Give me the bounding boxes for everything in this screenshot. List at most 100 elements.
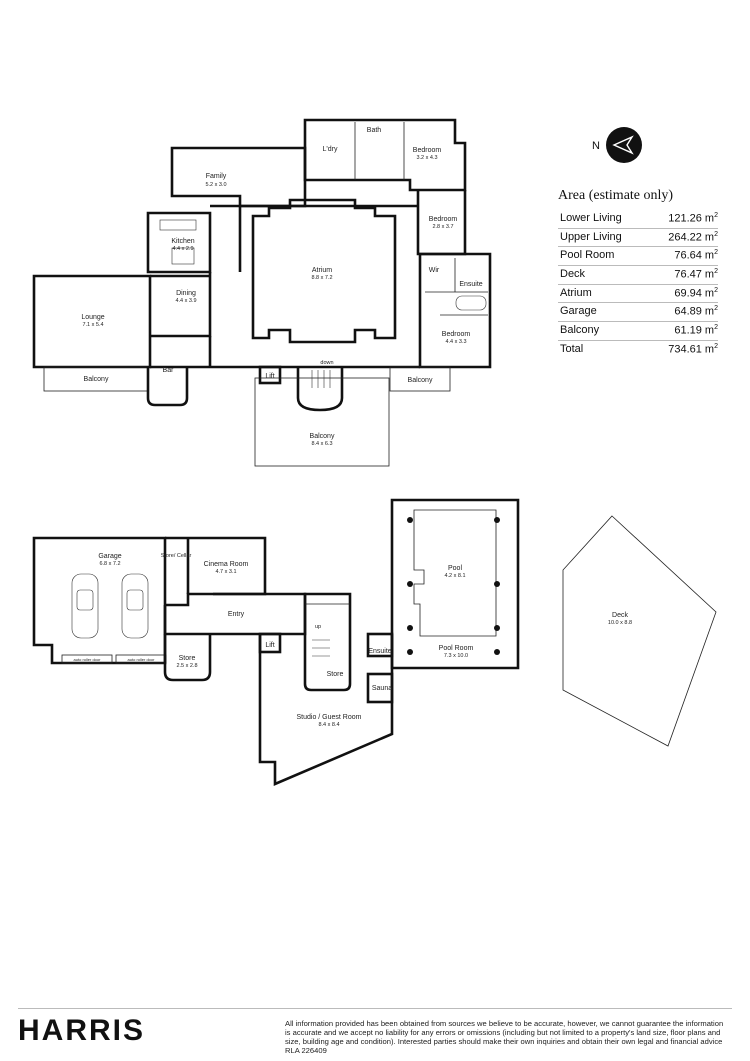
area-row: Garage 64.89 m2 bbox=[558, 303, 718, 322]
bedroom1-name: Bedroom bbox=[413, 147, 442, 154]
upper-labels: Family 5.2 x 3.0 L'dry Bath Bedroom 3.2 … bbox=[81, 127, 482, 447]
deck-dims: 10.0 x 8.8 bbox=[608, 620, 632, 626]
balcony-main-name: Balcony bbox=[310, 433, 335, 440]
pool-room-name: Pool Room bbox=[439, 645, 474, 652]
family-walls bbox=[170, 146, 307, 208]
disclaimer: All information provided has been obtain… bbox=[285, 1019, 724, 1055]
deck-name: Deck bbox=[612, 612, 628, 619]
area-row-label: Lower Living bbox=[560, 212, 622, 224]
area-row: Balcony 61.19 m2 bbox=[558, 322, 718, 341]
studio-name: Studio / Guest Room bbox=[297, 714, 362, 721]
area-row-value: 264.22 m2 bbox=[668, 231, 718, 244]
sauna-walls bbox=[366, 672, 394, 704]
roller-door-1-note: auto roller door bbox=[74, 657, 102, 662]
area-row-unit-sup: 2 bbox=[714, 323, 718, 331]
area-row-label: Total bbox=[560, 342, 584, 355]
upper-level bbox=[32, 118, 492, 467]
stair-down-note: down bbox=[320, 360, 333, 366]
balcony-right-outline bbox=[389, 366, 451, 392]
area-row-unit-sup: 2 bbox=[714, 267, 718, 275]
area-row-label: Garage bbox=[560, 305, 597, 318]
area-row: Upper Living 264.22 m2 bbox=[558, 229, 718, 248]
pool-room-dims: 7.3 x 10.0 bbox=[444, 653, 468, 659]
garage-cars bbox=[71, 573, 149, 639]
area-row-unit-sup: 2 bbox=[714, 249, 718, 257]
store-lower-dims: 2.5 x 2.8 bbox=[176, 663, 197, 669]
footer-divider bbox=[18, 1008, 732, 1009]
lounge-dims: 7.1 x 5.4 bbox=[82, 322, 103, 328]
area-row-label: Pool Room bbox=[560, 249, 615, 262]
bedroom2-name: Bedroom bbox=[429, 216, 458, 223]
atrium-name: Atrium bbox=[312, 267, 332, 274]
harris-logo: HARRIS bbox=[18, 1014, 146, 1047]
stair-upper-walls bbox=[296, 367, 344, 412]
family-dims: 5.2 x 3.0 bbox=[205, 182, 226, 188]
area-row-label: Upper Living bbox=[560, 230, 622, 243]
area-row: Deck 76.47 m2 bbox=[558, 266, 718, 285]
sauna-name: Sauna bbox=[372, 685, 392, 692]
lower-level bbox=[32, 498, 717, 786]
entry-name: Entry bbox=[228, 611, 245, 618]
studio-dims: 8.4 x 8.4 bbox=[318, 722, 339, 728]
kitchen-name: Kitchen bbox=[171, 238, 194, 245]
area-row-label: Balcony bbox=[560, 323, 600, 336]
area-row-value: 61.19 m2 bbox=[674, 324, 718, 337]
kitchen-dims: 4.4 x 2.9 bbox=[172, 246, 193, 252]
area-row-value-text: 76.47 m bbox=[674, 268, 715, 281]
store-lower-name: Store bbox=[179, 655, 196, 662]
bedroom1-dims: 3.2 x 4.3 bbox=[416, 155, 437, 161]
lower-labels: Garage 6.8 x 7.2 Store/ Cellar Cinema Ro… bbox=[74, 553, 633, 728]
store-cellar-name: Store/ Cellar bbox=[161, 553, 192, 559]
roller-door-2-note: auto roller door bbox=[128, 657, 156, 662]
garage-dims: 6.8 x 7.2 bbox=[99, 561, 120, 567]
garage-name: Garage bbox=[98, 553, 121, 560]
area-row-unit-sup: 2 bbox=[714, 230, 718, 238]
stair-store-walls bbox=[303, 592, 352, 692]
laundry-name: L'dry bbox=[323, 146, 338, 153]
bath-name: Bath bbox=[367, 127, 382, 134]
area-row-label: Atrium bbox=[560, 286, 592, 299]
balcony-left-name: Balcony bbox=[84, 376, 109, 383]
bar-name: Bar bbox=[163, 367, 175, 374]
area-row-value-text: 69.94 m bbox=[674, 287, 715, 300]
dining-dims: 4.4 x 3.9 bbox=[175, 298, 196, 304]
compass-icon: N bbox=[592, 127, 642, 163]
balcony-right-name: Balcony bbox=[408, 377, 433, 384]
lift-upper-name: Lift bbox=[265, 373, 274, 380]
ensuite-lower-name: Ensuite bbox=[368, 648, 391, 655]
area-row-value: 76.64 m2 bbox=[674, 249, 718, 262]
area-row-value: 76.47 m2 bbox=[674, 268, 718, 281]
area-row: Atrium 69.94 m2 bbox=[558, 285, 718, 304]
dining-name: Dining bbox=[176, 290, 196, 297]
area-row: Total 734.61 m2 bbox=[558, 341, 718, 359]
area-row-unit-sup: 2 bbox=[714, 212, 718, 219]
area-row-unit-sup: 2 bbox=[714, 305, 718, 313]
laundry-bath-walls bbox=[303, 118, 467, 192]
deck-outline bbox=[562, 515, 717, 747]
compass-letter: N bbox=[592, 140, 600, 152]
bedroom3-dims: 4.4 x 3.3 bbox=[445, 339, 466, 345]
atrium-walls bbox=[251, 198, 397, 344]
pool-room-walls bbox=[390, 498, 520, 670]
bedroom3-name: Bedroom bbox=[442, 331, 471, 338]
pool-columns bbox=[407, 517, 500, 655]
cinema-dims: 4.7 x 3.1 bbox=[215, 569, 236, 575]
bar-walls bbox=[146, 367, 189, 407]
pool-outline bbox=[413, 509, 497, 637]
area-row-value: 69.94 m2 bbox=[674, 287, 718, 300]
area-row-value-text: 64.89 m bbox=[674, 305, 715, 318]
bedroom2-dims: 2.8 x 3.7 bbox=[432, 224, 453, 230]
lift-upper-walls bbox=[258, 365, 282, 385]
wir-name: Wir bbox=[429, 267, 440, 274]
atrium-dims: 8.8 x 7.2 bbox=[311, 275, 332, 281]
store-lower-walls bbox=[163, 634, 212, 682]
area-row-label: Deck bbox=[560, 267, 586, 280]
area-row: Pool Room 76.64 m2 bbox=[558, 247, 718, 266]
upper-bottom-walls bbox=[150, 336, 420, 369]
lounge-name: Lounge bbox=[81, 314, 104, 321]
area-row-value: 734.61 m2 bbox=[668, 343, 718, 356]
pool-name: Pool bbox=[448, 565, 462, 572]
